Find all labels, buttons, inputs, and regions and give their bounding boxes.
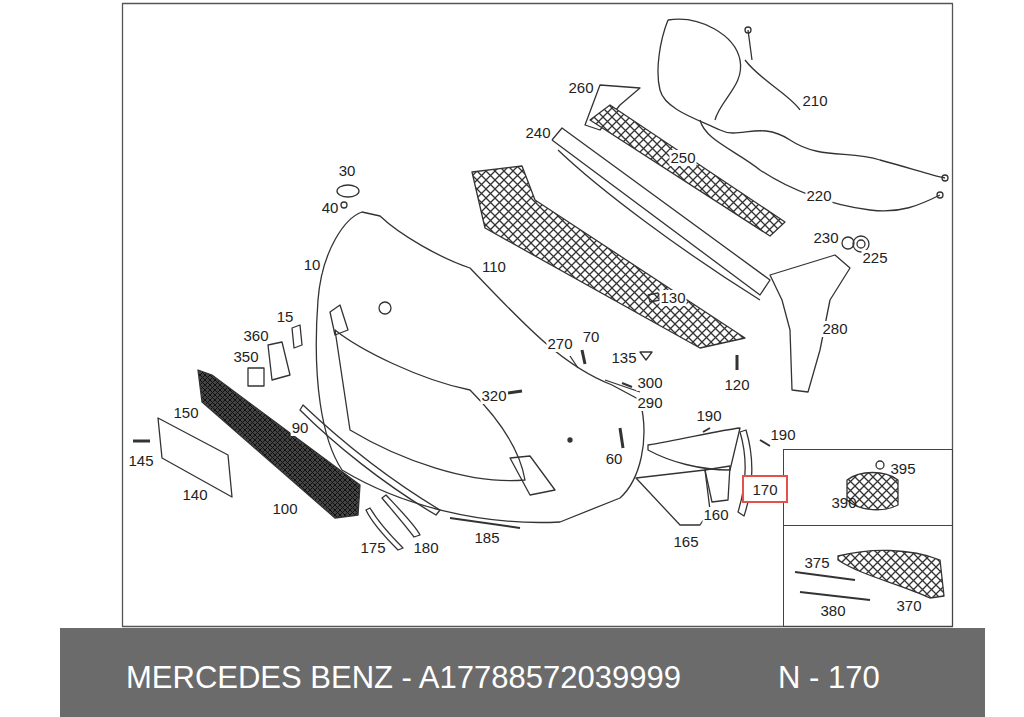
part-drawing	[622, 383, 632, 387]
part-drawing	[123, 4, 953, 627]
callout-number: 300	[636, 375, 663, 391]
part-drawing	[705, 466, 730, 502]
part-drawing	[248, 368, 264, 386]
part-drawing	[876, 461, 884, 469]
callout-number: 30	[338, 163, 357, 179]
part-drawing	[341, 202, 347, 208]
callout-number: 250	[669, 150, 696, 166]
part-drawing	[60, 628, 985, 717]
part-number: N - 170	[778, 661, 880, 694]
part-drawing	[337, 185, 359, 197]
part-drawing	[268, 342, 290, 380]
part-drawing	[508, 391, 522, 393]
part-drawing	[330, 305, 348, 335]
part-drawing	[800, 592, 870, 600]
part-drawing	[736, 355, 739, 370]
callout-number: 390	[831, 494, 856, 511]
part-drawing	[379, 302, 391, 314]
title-band: MERCEDES BENZ - A17788572039999 N - 170	[60, 628, 985, 717]
callout-number: 380	[820, 602, 845, 619]
highlight-box: 170	[742, 475, 788, 503]
callout-number: 110	[481, 259, 507, 275]
callout-number: 350	[232, 349, 259, 365]
callout-number: 210	[801, 93, 828, 109]
callout-number: 375	[804, 554, 829, 571]
part-drawing	[316, 212, 644, 522]
callout-number: 150	[172, 405, 199, 421]
callout-number: 140	[181, 487, 208, 503]
callout-number: 240	[524, 125, 551, 141]
part-drawing	[640, 352, 652, 360]
callout-number: 395	[890, 460, 915, 477]
part-drawing	[158, 418, 232, 497]
part-drawing	[668, 19, 741, 120]
part-drawing	[620, 428, 623, 448]
part-number: MERCEDES BENZ - A17788572039999	[126, 661, 681, 694]
inset-box: 375 370 380	[783, 525, 953, 627]
part-drawing	[123, 4, 953, 627]
callout-number: 220	[805, 188, 832, 204]
callout-number: 70	[582, 329, 601, 345]
part-drawing	[648, 293, 660, 302]
callout-number: 280	[821, 321, 848, 337]
callout-number: 130	[659, 290, 686, 306]
callout-number: 270	[546, 336, 573, 352]
callout-number: 60	[605, 451, 624, 467]
part-drawing	[570, 356, 578, 368]
part-drawing	[795, 572, 855, 580]
part-drawing	[605, 380, 640, 392]
part-drawing	[382, 495, 420, 537]
callout-number: 40	[321, 200, 340, 216]
part-drawing	[770, 255, 850, 392]
part-drawing	[745, 27, 751, 33]
callout-number: 230	[812, 230, 839, 246]
part-drawing	[738, 430, 752, 516]
part-drawing	[942, 175, 948, 181]
callout-number: 145	[127, 453, 154, 469]
part-drawing	[198, 370, 360, 518]
part-drawing	[937, 192, 943, 198]
part-drawing	[745, 30, 800, 110]
callout-number: 165	[672, 534, 699, 550]
part-drawing	[450, 518, 520, 528]
callout-number: 100	[271, 501, 298, 517]
callout-number: 190	[695, 408, 722, 424]
part-drawing	[658, 20, 945, 178]
callout-number: 10	[303, 257, 322, 273]
inset-box: 395 390	[783, 449, 953, 526]
part-drawing	[568, 438, 572, 442]
part-drawing	[842, 237, 854, 249]
part-drawing	[133, 440, 150, 443]
callout-number: 290	[636, 395, 663, 411]
callout-number: 225	[861, 250, 888, 266]
callout-number: 180	[412, 540, 439, 556]
callout-number: 370	[896, 597, 921, 614]
part-drawing	[292, 325, 302, 348]
callout-number: 160	[702, 507, 729, 523]
part-drawing	[703, 428, 770, 446]
part-drawing	[648, 428, 740, 470]
callout-number: 320	[480, 388, 507, 404]
callout-number: 260	[567, 80, 594, 96]
callout-number: 185	[473, 530, 500, 546]
callout-number: 120	[723, 377, 750, 393]
callout-number: 15	[276, 309, 295, 325]
part-drawing	[510, 456, 555, 495]
part-drawing	[838, 550, 944, 598]
callout-number: 190	[769, 427, 796, 443]
callout-number: 170	[752, 481, 777, 498]
part-drawing	[300, 405, 440, 515]
part-drawing	[857, 240, 865, 248]
callout-number: 360	[242, 328, 269, 344]
part-drawing	[636, 470, 710, 525]
callout-number: 175	[359, 540, 386, 556]
callout-number: 135	[610, 350, 637, 366]
callout-number: 90	[291, 420, 310, 436]
part-drawing	[582, 350, 585, 364]
